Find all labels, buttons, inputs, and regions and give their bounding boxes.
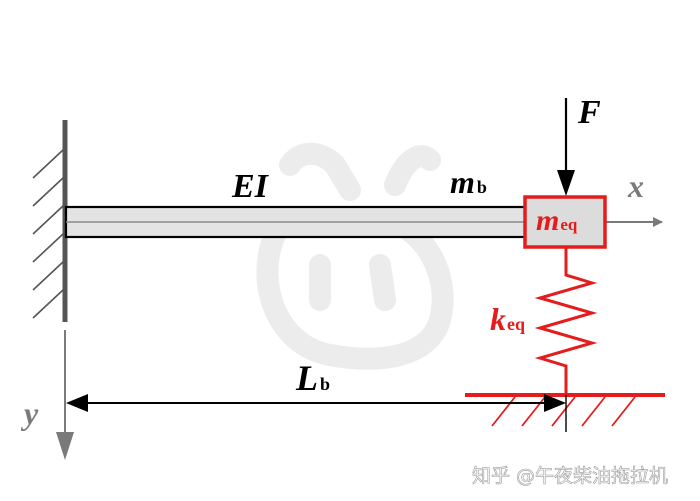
equivalent-mass-box xyxy=(523,195,607,249)
spring-main: k xyxy=(490,301,506,337)
spring-label: keq xyxy=(490,301,525,337)
ground-support xyxy=(465,393,665,427)
equivalent-spring xyxy=(534,248,598,395)
y-axis-arrowhead xyxy=(56,432,74,460)
x-axis-label: x xyxy=(627,168,644,204)
beam-mass-subscript: b xyxy=(477,177,487,197)
watermark-text: 知乎 @午夜柴油拖拉机 xyxy=(472,465,668,487)
y-axis-label: y xyxy=(20,395,39,431)
force-arrow xyxy=(557,98,575,196)
beam-mass-main: m xyxy=(450,164,475,200)
length-dimension xyxy=(66,394,566,412)
equivalent-mass-main: m xyxy=(536,204,559,237)
length-subscript: b xyxy=(320,374,330,394)
equivalent-mass-label: meq xyxy=(536,204,578,237)
fixed-wall-support xyxy=(32,120,68,322)
stiffness-label: EI xyxy=(231,168,270,205)
equivalent-mass-subscript: eq xyxy=(560,215,578,234)
watermark-logo xyxy=(256,142,454,370)
length-main: L xyxy=(295,358,318,398)
spring-subscript: eq xyxy=(507,314,525,334)
force-label: F xyxy=(577,94,601,131)
